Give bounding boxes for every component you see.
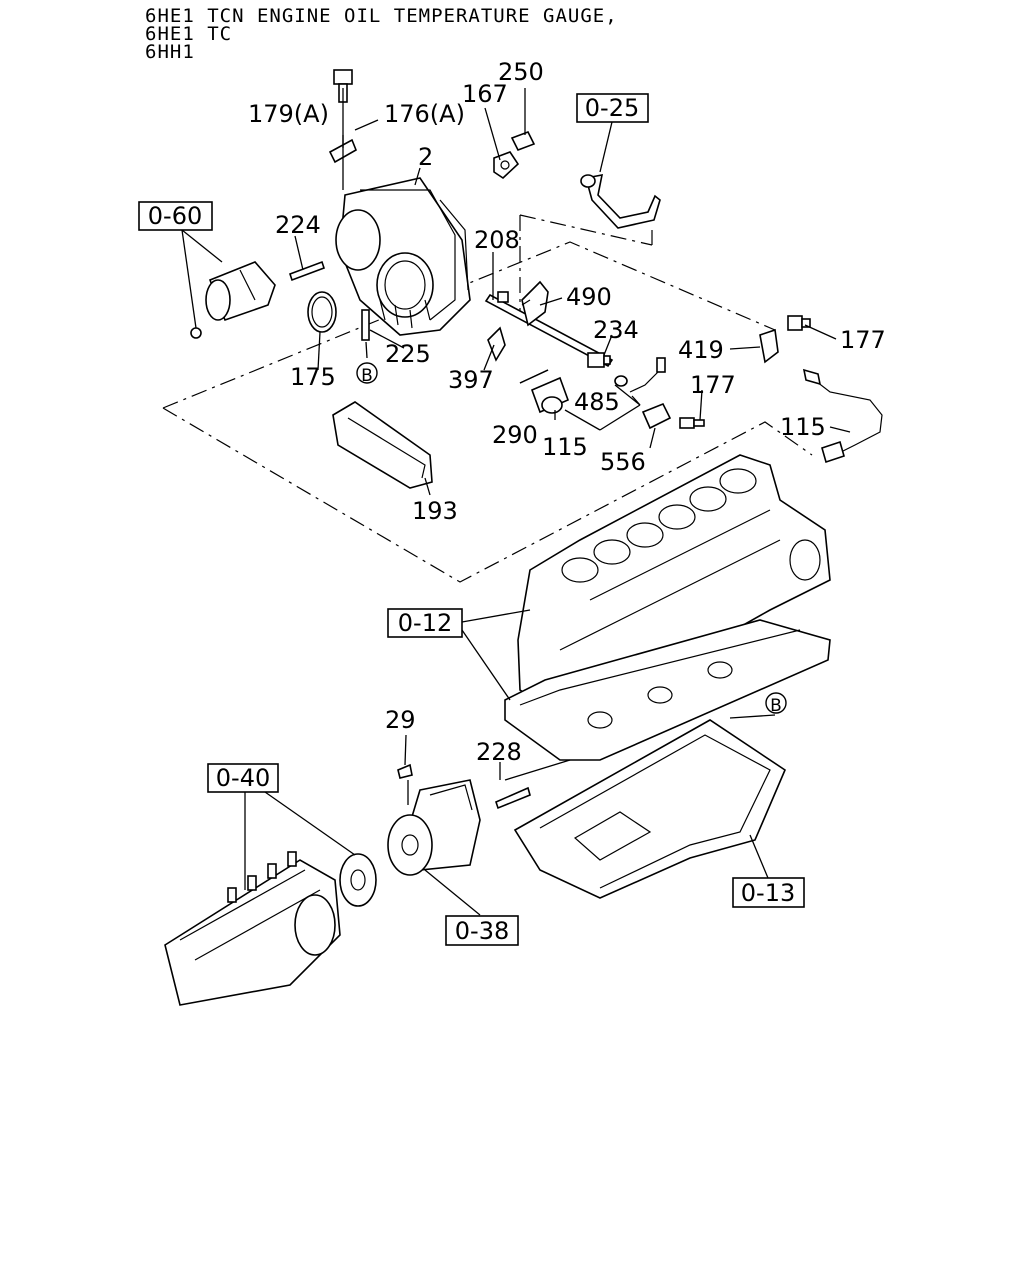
oil-pan [513,719,786,899]
svg-text:B: B [361,366,373,386]
callout-115-a: 115 [542,433,588,461]
callout-179a: 179(A) [248,100,329,128]
cylinder-block [517,454,831,721]
callout-250: 250 [498,58,544,86]
starter-motor [190,261,276,339]
clip-397 [487,326,506,362]
svg-text:0-38: 0-38 [455,917,509,945]
connector-556 [641,402,672,430]
bolt-250 [510,130,536,152]
stud-225 [361,309,370,341]
callout-208: 208 [474,226,520,254]
svg-text:0-12: 0-12 [398,609,452,637]
callout-397: 397 [448,366,494,394]
key-29 [397,763,413,779]
callout-419: 419 [678,336,724,364]
bolt-177-upper [787,315,811,331]
bracket-490 [521,280,549,327]
injection-pump [164,851,341,1006]
svg-text:0-13: 0-13 [741,879,795,907]
callout-224: 224 [275,211,321,239]
group-outline-pipe [519,214,653,246]
callout-177-upper: 177 [840,326,886,354]
ref-box-0-38: 0-38 [445,915,519,946]
circle-ref-b-lower: B [356,362,378,386]
callout-225: 225 [385,340,431,368]
lower-crankcase [504,619,831,761]
leader-lines [181,88,851,916]
pipe-0-25 [580,173,661,229]
callout-228: 228 [476,738,522,766]
callout-167: 167 [462,80,508,108]
air-compressor [387,779,481,876]
callout-175: 175 [290,363,336,391]
callout-176a: 176(A) [384,100,465,128]
svg-text:0-25: 0-25 [585,94,639,122]
header-line-1: 6HE1 TCN ENGINE OIL TEMPERATURE GAUGE, [145,5,618,27]
ref-box-0-12: 0-12 [387,608,463,638]
harness-115-a [629,357,666,393]
svg-text:B: B [770,696,782,716]
callout-2: 2 [418,143,433,171]
callout-177-lower: 177 [690,371,736,399]
stud-224 [288,260,326,282]
header-line-3: 6HH1 [145,41,195,63]
callout-115-b: 115 [780,413,826,441]
ref-box-0-25: 0-25 [576,93,649,123]
ref-box-0-60: 0-60 [138,201,213,231]
oil-seal-175 [307,291,337,333]
gasket-193 [332,401,433,489]
group-outline-upper [162,241,813,583]
rod-208 [484,291,614,368]
ref-box-0-40: 0-40 [207,763,279,793]
harness-115-b [802,368,883,464]
flywheel-housing [335,177,471,336]
circle-ref-b-upper: B [765,692,787,716]
coupling [339,853,377,907]
sensor-290 [530,376,570,414]
cover-plate-167 [493,151,520,180]
bolt-177-lower [679,417,705,429]
svg-text:0-40: 0-40 [216,764,270,792]
bolt-234 [587,352,611,368]
svg-text:0-60: 0-60 [148,202,202,230]
callout-193: 193 [412,497,458,525]
header-line-2: 6HE1 TC [145,23,232,45]
callout-490: 490 [566,283,612,311]
callout-234: 234 [593,316,639,344]
washer-485 [614,375,628,387]
callout-485: 485 [574,388,620,416]
callout-556: 556 [600,448,646,476]
callout-290: 290 [492,421,538,449]
clip-419 [759,328,779,364]
stud-228 [495,786,531,810]
ref-box-0-13: 0-13 [732,877,805,908]
callout-29: 29 [385,706,416,734]
